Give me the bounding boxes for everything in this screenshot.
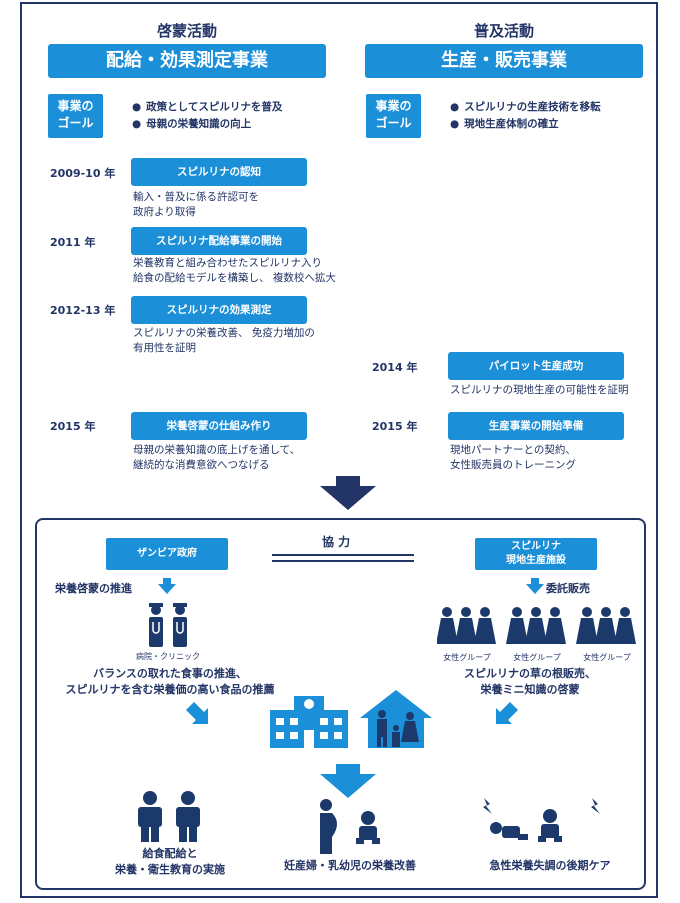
clinic-label: 病院・クリニック	[136, 652, 200, 661]
outcome-text: 給食配給と栄養・衛生教育の実施	[115, 847, 225, 876]
left-title-banner: 配給・効果測定事業	[48, 44, 326, 78]
women-group-label: 女性グループ	[443, 653, 491, 662]
timeline-milestone: パイロット生産成功	[448, 352, 624, 380]
down-arrow-icon	[320, 476, 376, 510]
women-group-label: 女性グループ	[513, 653, 561, 662]
timeline-year: 2012-13 年	[50, 304, 116, 317]
cooperation-line	[272, 560, 414, 562]
cooperation-panel	[35, 518, 646, 890]
timeline-milestone: 生産事業の開始準備	[448, 412, 624, 440]
timeline-desc: スピルリナの現地生産の可能性を証明	[450, 384, 629, 396]
diagonal-arrow-icon	[186, 702, 208, 724]
timeline-desc: 母親の栄養知識の底上げを通して、継続的な消費意欲へつなげる	[133, 444, 301, 471]
timeline-desc: スピルリナの栄養改善、 免疫力増加の有用性を証明	[133, 327, 315, 354]
small-down-arrow-icon	[526, 578, 544, 594]
right-action-label: 委託販売	[546, 582, 590, 595]
left-goal-2: 母親の栄養知識の向上	[132, 116, 251, 131]
timeline-milestone: スピルリナ配給事業の開始	[131, 227, 307, 255]
right-category-heading: 普及活動	[473, 22, 534, 40]
timeline-year: 2015 年	[50, 420, 96, 433]
outer-frame	[20, 2, 658, 898]
medical-staff-icon	[149, 603, 187, 647]
timeline-year: 2015 年	[372, 420, 418, 433]
timeline-milestone: スピルリナの効果測定	[131, 296, 307, 324]
left-category-heading: 啓蒙活動	[156, 22, 217, 40]
small-down-arrow-icon	[158, 578, 176, 594]
left-goal-label: 事業の ゴール	[48, 94, 103, 138]
timeline-desc: 現地パートナーとの契約、女性販売員のトレーニング	[450, 444, 576, 471]
sick-baby-icon	[483, 798, 600, 842]
diagonal-arrow-icon	[496, 702, 518, 724]
timeline-year: 2009-10 年	[50, 167, 116, 180]
left-goal-1: 政策としてスピルリナを普及	[132, 99, 282, 114]
left-action-label: 栄養啓蒙の推進	[55, 582, 132, 595]
outcome-text: 妊産婦・乳幼児の栄養改善	[284, 859, 416, 872]
family-house-icon	[360, 690, 432, 748]
women-group-icon	[437, 607, 636, 644]
right-goal-label: 事業の ゴール	[366, 94, 421, 138]
left-result-text: バランスの取れた食事の推進、スピルリナを含む栄養価の高い食品の推薦	[65, 667, 275, 696]
cooperation-line	[272, 554, 414, 556]
timeline-year: 2014 年	[372, 361, 418, 374]
mother-baby-icon	[320, 799, 380, 854]
right-result-text: スピルリナの草の根販売、栄養ミニ知識の啓蒙	[464, 667, 596, 696]
right-title-banner: 生産・販売事業	[365, 44, 643, 78]
school-icon	[270, 696, 348, 748]
cooperation-label: 協 力	[322, 535, 351, 549]
right-goal-2: 現地生産体制の確立	[450, 116, 559, 131]
zambia-government-box: ザンビア政府	[106, 538, 228, 570]
children-icon	[138, 791, 200, 842]
women-group-label: 女性グループ	[583, 653, 631, 662]
timeline-year: 2011 年	[50, 236, 96, 249]
timeline-milestone: 栄養啓蒙の仕組み作り	[131, 412, 307, 440]
timeline-milestone: スピルリナの認知	[131, 158, 307, 186]
down-arrow-icon	[320, 764, 376, 798]
outcome-text: 急性栄養失調の後期ケア	[489, 859, 611, 872]
timeline-desc: 栄養教育と組み合わせたスピルリナ入り給食の配給モデルを構築し、 複数校へ拡大	[133, 257, 336, 284]
timeline-desc: 輸入・普及に係る許認可を政府より取得	[133, 191, 259, 218]
production-facility-box: スピルリナ 現地生産施設	[475, 538, 597, 570]
right-goal-1: スピルリナの生産技術を移転	[450, 99, 601, 114]
